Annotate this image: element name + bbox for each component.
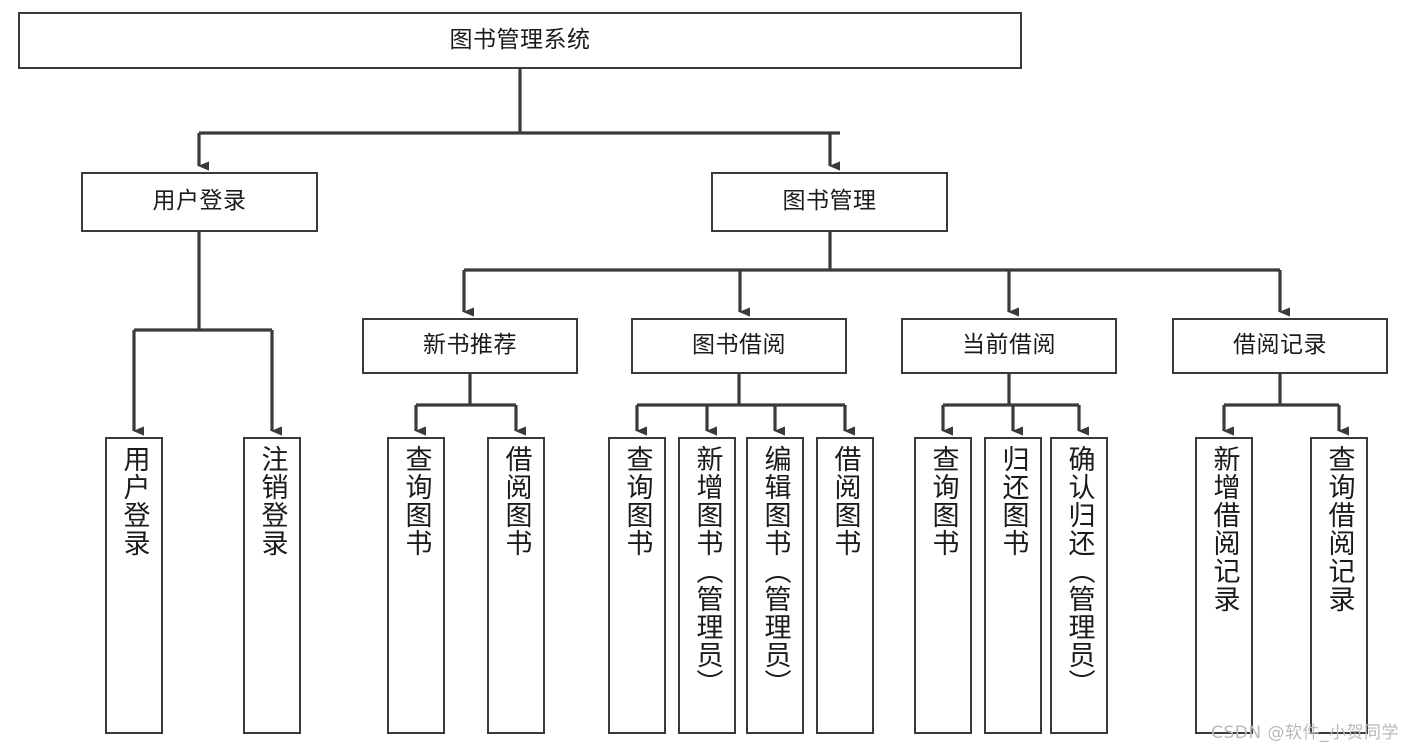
leaf-return-book-label: 归还图书 [997, 445, 1029, 557]
leaf-confirm-return-admin[interactable]: 确认归还（管理员） [1050, 437, 1108, 734]
node-new-book-recommend-label: 新书推荐 [423, 332, 517, 359]
leaf-query-borrow-record-label: 查询借阅记录 [1323, 445, 1355, 613]
leaf-logout-login-label: 注销登录 [256, 445, 288, 557]
node-current-borrow[interactable]: 当前借阅 [901, 318, 1117, 374]
node-current-borrow-label: 当前借阅 [962, 332, 1056, 359]
leaf-add-borrow-record-label: 新增借阅记录 [1208, 445, 1240, 613]
leaf-logout-login[interactable]: 注销登录 [243, 437, 301, 734]
leaf-query-book-2-label: 查询图书 [621, 445, 653, 557]
node-root[interactable]: 图书管理系统 [18, 12, 1022, 69]
leaf-query-book-2[interactable]: 查询图书 [608, 437, 666, 734]
node-borrow-record[interactable]: 借阅记录 [1172, 318, 1388, 374]
leaf-add-book-admin-label: 新增图书（管理员） [691, 445, 723, 697]
leaf-borrow-book-1[interactable]: 借阅图书 [487, 437, 545, 734]
node-book-borrow[interactable]: 图书借阅 [631, 318, 847, 374]
leaf-user-login-label: 用户登录 [118, 445, 150, 557]
leaf-query-book-3[interactable]: 查询图书 [914, 437, 972, 734]
leaf-query-book-1[interactable]: 查询图书 [387, 437, 445, 734]
node-book-management-label: 图书管理 [782, 188, 877, 215]
leaf-query-borrow-record[interactable]: 查询借阅记录 [1310, 437, 1368, 734]
leaf-add-borrow-record[interactable]: 新增借阅记录 [1195, 437, 1253, 734]
leaf-add-book-admin[interactable]: 新增图书（管理员） [678, 437, 736, 734]
node-user-login-label: 用户登录 [152, 188, 247, 215]
csdn-watermark: CSDN @软件_小贺同学 [1211, 723, 1399, 743]
node-borrow-record-label: 借阅记录 [1233, 332, 1327, 359]
leaf-query-book-1-label: 查询图书 [400, 445, 432, 557]
node-root-label: 图书管理系统 [449, 26, 591, 53]
leaf-query-book-3-label: 查询图书 [927, 445, 959, 557]
leaf-borrow-book-2[interactable]: 借阅图书 [816, 437, 874, 734]
leaf-confirm-return-admin-label: 确认归还（管理员） [1063, 445, 1095, 697]
leaf-return-book[interactable]: 归还图书 [984, 437, 1042, 734]
node-book-borrow-label: 图书借阅 [692, 332, 786, 359]
node-user-login[interactable]: 用户登录 [81, 172, 318, 232]
node-new-book-recommend[interactable]: 新书推荐 [362, 318, 578, 374]
node-book-management[interactable]: 图书管理 [711, 172, 948, 232]
leaf-edit-book-admin[interactable]: 编辑图书（管理员） [746, 437, 804, 734]
leaf-edit-book-admin-label: 编辑图书（管理员） [759, 445, 791, 697]
leaf-borrow-book-2-label: 借阅图书 [829, 445, 861, 557]
leaf-borrow-book-1-label: 借阅图书 [500, 445, 532, 557]
leaf-user-login[interactable]: 用户登录 [105, 437, 163, 734]
